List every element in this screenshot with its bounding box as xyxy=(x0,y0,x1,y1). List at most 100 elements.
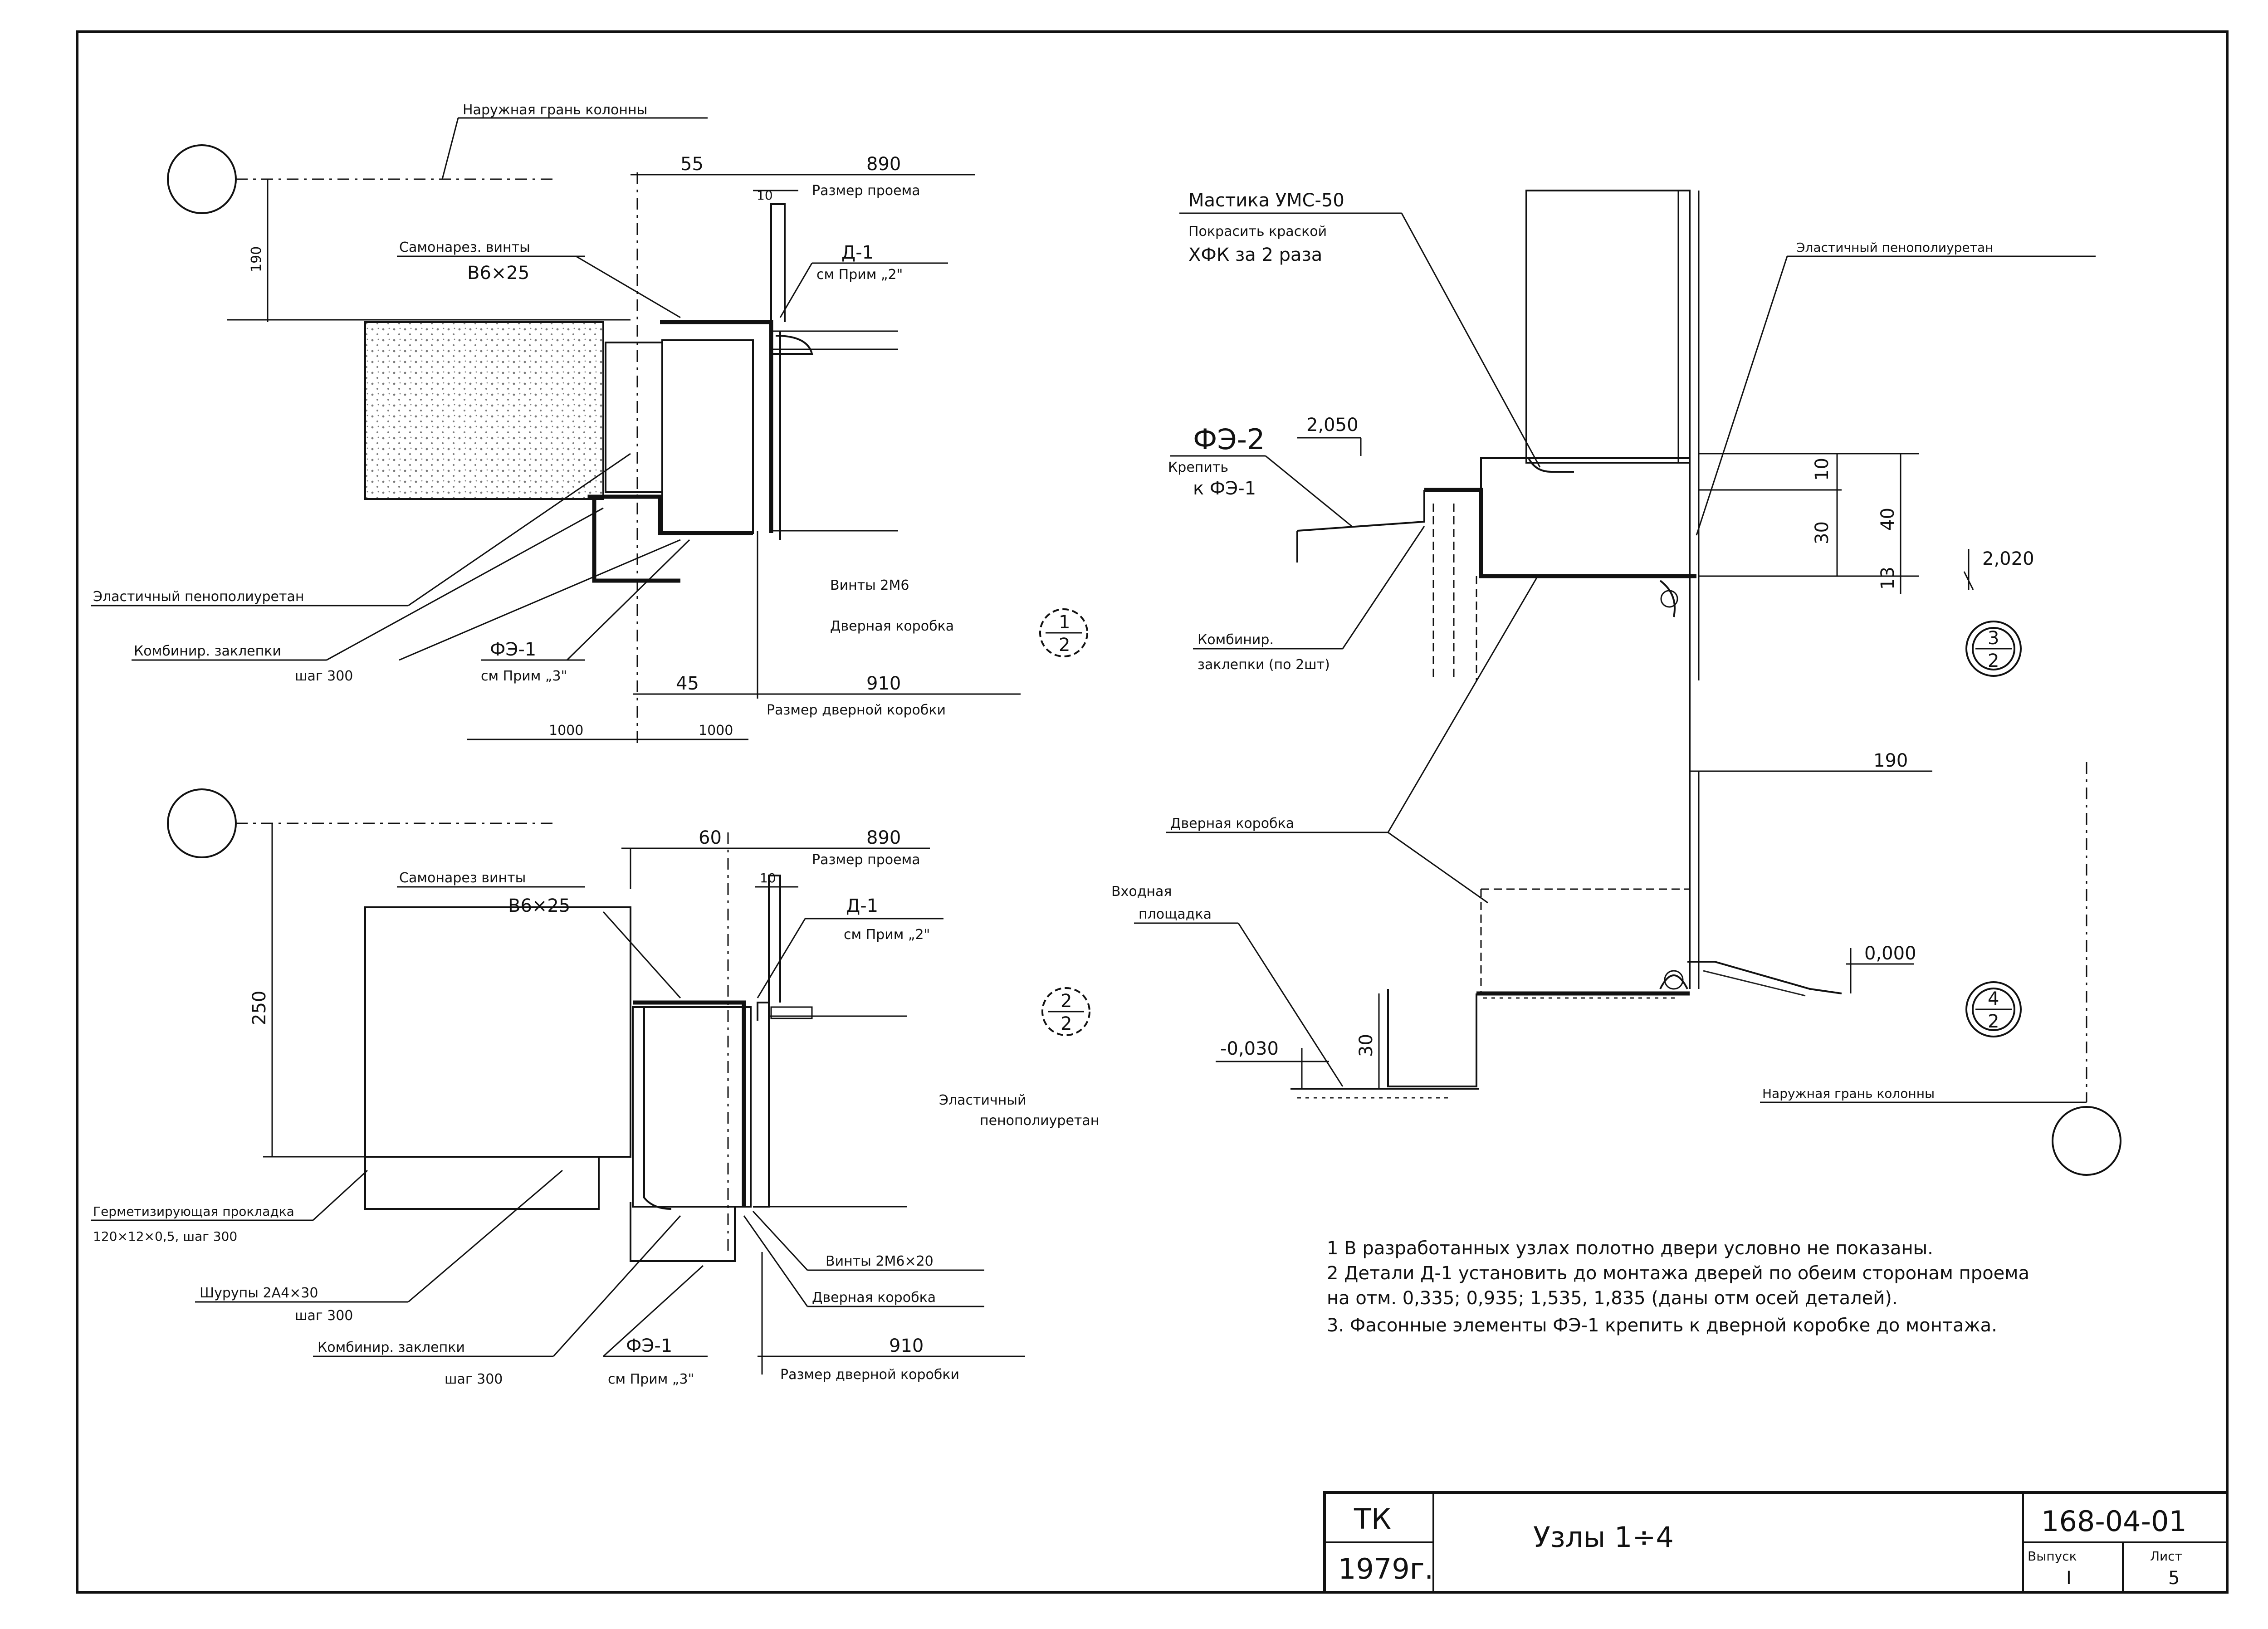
door-frame-label: Дверная коробка xyxy=(812,1290,936,1306)
dim-45: 45 xyxy=(676,673,699,694)
screws-2m6-label: Винты 2М6×20 xyxy=(826,1253,934,1269)
step-300-b: шаг 300 xyxy=(445,1371,503,1387)
level-0000: 0,000 xyxy=(1864,943,1916,964)
rivets-label: Комбинир. заклепки xyxy=(134,643,281,659)
svg-text:2: 2 xyxy=(1061,991,1072,1012)
entry-label-2: площадка xyxy=(1139,906,1212,922)
foam-label: Эластичный пенополиуретан xyxy=(1796,240,1993,255)
mastic-label: Мастика УМС-50 xyxy=(1188,190,1344,211)
level-minus-0030: -0,030 xyxy=(1220,1038,1279,1059)
note-2: 2 Детали Д-1 установить до монтажа двере… xyxy=(1327,1263,2029,1284)
node-1: Наружная грань колонны 190 55 890 Размер… xyxy=(91,102,1088,748)
issue-value: I xyxy=(2066,1568,2072,1589)
foam-block xyxy=(605,342,663,493)
dim-30: 30 xyxy=(1812,521,1833,544)
note-3: 3. Фасонные элементы ФЭ-1 крепить к двер… xyxy=(1327,1315,1997,1336)
dim-190: 190 xyxy=(249,246,264,272)
svg-text:1: 1 xyxy=(1059,612,1070,633)
dim-910: 910 xyxy=(889,1335,924,1356)
sheet-label: Лист xyxy=(2150,1549,2182,1564)
detail-d1: Д-1 xyxy=(841,242,874,263)
see-note-2: см Прим „2" xyxy=(844,927,930,943)
node-4-badge: 4 2 xyxy=(1965,981,2022,1037)
foam-block xyxy=(632,1006,752,1208)
doc-number: 168-04-01 xyxy=(2041,1505,2187,1538)
screws-2m6-label: Винты 2М6 xyxy=(830,577,909,593)
axis-marker xyxy=(2052,1106,2121,1176)
dim-40: 40 xyxy=(1877,508,1898,531)
node-3-badge: 3 2 xyxy=(1965,621,2022,677)
screws-title: Самонарез винты xyxy=(399,870,526,886)
sheet-title: Узлы 1÷4 xyxy=(1533,1521,1674,1554)
screws-2a-label: Шурупы 2А4×30 xyxy=(200,1285,318,1301)
opening-size-label: Размер проема xyxy=(812,852,920,868)
screws-title: Самонарез. винты xyxy=(399,240,530,255)
wall-panel xyxy=(1525,190,1691,464)
axis-marker xyxy=(167,144,237,214)
frame-size-label: Размер дверной коробки xyxy=(780,1367,959,1383)
dim-10: 10 xyxy=(1812,458,1833,481)
tape-label-2: 120×12×0,5, шаг 300 xyxy=(93,1229,237,1244)
level-2050: 2,050 xyxy=(1306,415,1359,435)
fe1-label: ФЭ-1 xyxy=(490,639,536,660)
dim-1000-a: 1000 xyxy=(549,723,583,739)
screws-size: В6×25 xyxy=(467,263,529,284)
door-frame-label: Дверная коробка xyxy=(1170,816,1294,832)
screws-size: В6×25 xyxy=(508,895,570,916)
fe2-label: ФЭ-2 xyxy=(1193,423,1265,456)
node-4: 190 Дверная коробка Входная площадка 0,0… xyxy=(1111,576,2121,1176)
rivets-label: Комбинир. заклепки xyxy=(318,1340,465,1355)
wall-block xyxy=(364,906,631,1158)
dim-10: 10 xyxy=(757,188,773,203)
dim-250: 250 xyxy=(249,991,270,1025)
sheet-value: 5 xyxy=(2168,1568,2180,1589)
dim-30: 30 xyxy=(1356,1034,1377,1057)
svg-text:3: 3 xyxy=(1988,628,1999,649)
fe1-label: ФЭ-1 xyxy=(626,1335,672,1356)
outer-face-label: Наружная грань колонны xyxy=(463,102,647,118)
dim-60: 60 xyxy=(699,827,722,848)
dim-1000-b: 1000 xyxy=(699,723,733,739)
dim-910: 910 xyxy=(866,673,901,694)
svg-text:2: 2 xyxy=(1988,651,1999,671)
node-2: 250 60 890 Размер проема 10 Самонарез ви… xyxy=(91,788,1099,1387)
outer-face-label: Наружная грань колонны xyxy=(1762,1086,1935,1101)
dim-10: 10 xyxy=(760,871,776,885)
entry-label-1: Входная xyxy=(1111,884,1172,900)
svg-text:2: 2 xyxy=(1988,1011,1999,1032)
foam-label: Эластичный пенополиуретан xyxy=(93,589,304,605)
door-frame-label: Дверная коробка xyxy=(830,618,954,634)
dim-890: 890 xyxy=(866,827,901,848)
node-2-badge: 2 2 xyxy=(1041,987,1090,1036)
foam-label-2: пенополиуретан xyxy=(980,1113,1099,1129)
step-300-a: шаг 300 xyxy=(295,1308,353,1324)
node-3: Мастика УМС-50 Покрасить краской ХФК за … xyxy=(1168,190,2096,680)
rivets-label-1: Комбинир. xyxy=(1198,632,1274,648)
dim-190: 190 xyxy=(1873,750,1908,771)
dim-890: 890 xyxy=(866,154,901,175)
node-1-badge: 1 2 xyxy=(1039,608,1088,657)
svg-text:2: 2 xyxy=(1061,1013,1072,1034)
fasten-label-1: Крепить xyxy=(1168,460,1228,475)
foam-block xyxy=(1480,457,1691,577)
code-cell: ТК xyxy=(1354,1502,1391,1536)
tape-label-1: Герметизирующая прокладка xyxy=(93,1204,294,1219)
paint-label-2: ХФК за 2 раза xyxy=(1188,245,1322,265)
frame-size-label: Размер дверной коробки xyxy=(767,702,946,718)
see-note-3: см Прим „3" xyxy=(608,1371,694,1387)
step-300: шаг 300 xyxy=(295,668,353,684)
svg-text:2: 2 xyxy=(1059,635,1070,656)
title-block: ТК 1979г. Узлы 1÷4 168-04-01 Выпуск I Ли… xyxy=(1323,1491,2229,1594)
see-note-2: см Прим „2" xyxy=(816,267,903,283)
issue-label: Выпуск xyxy=(2028,1549,2077,1564)
note-2-cont: на отм. 0,335; 0,935; 1,535, 1,835 (даны… xyxy=(1327,1288,1898,1309)
rivets-label-2: заклепки (по 2шт) xyxy=(1198,657,1330,673)
year-cell: 1979г. xyxy=(1338,1552,1433,1585)
foam-label-1: Эластичный xyxy=(939,1092,1026,1108)
see-note-3: см Прим „3" xyxy=(481,668,567,684)
paint-label-1: Покрасить краской xyxy=(1188,224,1327,240)
notes: 1 В разработанных узлах полотно двери ус… xyxy=(1327,1238,2029,1336)
sheet-frame xyxy=(76,30,2229,1594)
dim-13: 13 xyxy=(1877,567,1898,590)
